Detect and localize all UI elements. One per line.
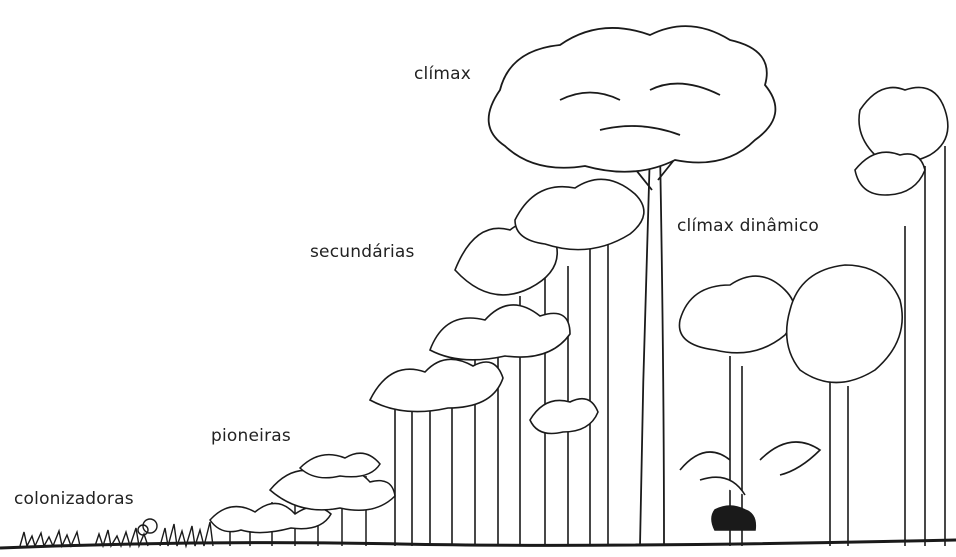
secundarias-trees [370,179,644,546]
label-climax: clímax [414,64,471,84]
label-secundarias: secundárias [310,242,415,262]
ground-line [0,540,956,548]
label-pioneiras: pioneiras [211,426,291,446]
pioneiras-vegetation [210,453,395,546]
label-colonizadoras: colonizadoras [14,489,134,509]
label-climax-dinamico: clímax dinâmico [677,216,819,236]
